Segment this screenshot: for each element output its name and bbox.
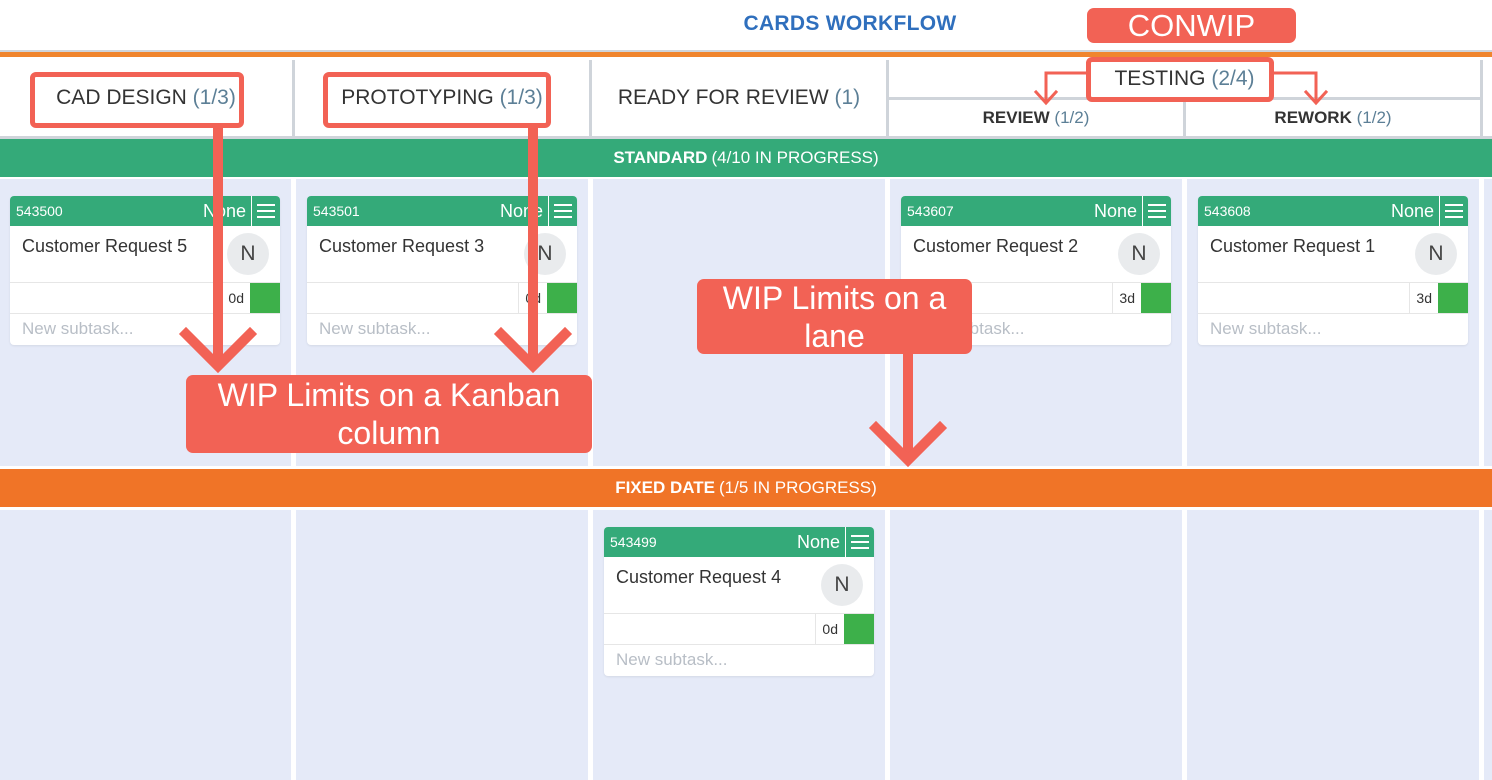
column-divider: [886, 60, 889, 138]
column-name: CAD DESIGN: [56, 86, 187, 109]
card-title[interactable]: Customer Request 4: [616, 567, 782, 587]
menu-icon[interactable]: [251, 196, 280, 226]
column-wip: (1/3): [192, 86, 236, 109]
status-indicator[interactable]: [547, 283, 577, 313]
arrow-head: [1033, 89, 1059, 106]
lane-cell[interactable]: [1484, 510, 1492, 780]
card-id[interactable]: 543607: [907, 203, 954, 219]
card-priority[interactable]: None: [1093, 201, 1137, 221]
menu-icon[interactable]: [845, 527, 874, 557]
status-indicator[interactable]: [250, 283, 280, 313]
column-divider: [589, 60, 592, 138]
highlight-box-testing: [1086, 57, 1274, 102]
lane-cell[interactable]: [890, 510, 1182, 780]
subcolumn-header-review[interactable]: REVIEW (1/2): [889, 100, 1183, 136]
card-status-row: 0d: [10, 282, 280, 314]
lane-header-fixed-date[interactable]: FIXED DATE(1/5 IN PROGRESS): [0, 469, 1492, 507]
header-accent-line: [0, 52, 1492, 57]
new-subtask-input[interactable]: New subtask...: [319, 319, 431, 338]
card-title[interactable]: Customer Request 2: [913, 236, 1079, 256]
lane-header-standard[interactable]: STANDARD(4/10 IN PROGRESS): [0, 139, 1492, 177]
subcolumn-wip: (1/2): [1356, 108, 1392, 127]
card-header: 543607 None: [901, 196, 1171, 226]
workflow-title[interactable]: CARDS WORKFLOW: [743, 12, 957, 35]
card-age: 0d: [815, 614, 844, 644]
card-header: 543499 None: [604, 527, 874, 557]
arrow-line: [1270, 71, 1318, 102]
status-indicator[interactable]: [844, 614, 874, 644]
new-subtask-input[interactable]: New subtask...: [616, 650, 728, 669]
subcolumn-name: REVIEW: [982, 108, 1050, 127]
header-divider: [0, 50, 1492, 52]
arrow-head: [493, 326, 573, 374]
card-id[interactable]: 543500: [16, 203, 63, 219]
arrow-head: [868, 420, 948, 468]
lane-name: STANDARD: [613, 148, 708, 167]
card-status-row: 0d: [604, 613, 874, 645]
wip-column-callout: WIP Limits on a Kanban column: [186, 375, 592, 453]
card-title[interactable]: Customer Request 5: [22, 236, 188, 256]
column-name: PROTOTYPING: [341, 86, 494, 109]
arrow-head: [1303, 89, 1329, 106]
lane-cell[interactable]: [1187, 510, 1479, 780]
column-name: TESTING: [1114, 67, 1206, 90]
lane-cell[interactable]: [0, 510, 291, 780]
status-indicator[interactable]: [1438, 283, 1468, 313]
lane-cell[interactable]: [1484, 179, 1492, 466]
card-priority[interactable]: None: [796, 532, 840, 552]
column-header-testing[interactable]: TESTING (2/4): [889, 60, 1480, 98]
menu-icon[interactable]: [548, 196, 577, 226]
subcolumn-wip: (1/2): [1054, 108, 1090, 127]
avatar[interactable]: N: [1118, 233, 1160, 275]
card-header: 543608 None: [1198, 196, 1468, 226]
card-id[interactable]: 543608: [1204, 203, 1251, 219]
kanban-card[interactable]: 543499 None Customer Request 4 N 0d New …: [604, 527, 874, 676]
card-id[interactable]: 543501: [313, 203, 360, 219]
new-subtask-input[interactable]: New subtask...: [1210, 319, 1322, 338]
lane-progress: (4/10 IN PROGRESS): [711, 148, 879, 167]
card-age: 3d: [1409, 283, 1438, 313]
arrow-head: [178, 326, 258, 374]
card-status-row: 3d: [1198, 282, 1468, 314]
column-divider: [1480, 60, 1483, 138]
column-divider: [292, 60, 295, 138]
menu-icon[interactable]: [1439, 196, 1468, 226]
lane-name: FIXED DATE: [615, 478, 716, 497]
lane-progress: (1/5 IN PROGRESS): [719, 478, 877, 497]
column-name: READY FOR REVIEW: [617, 86, 829, 109]
avatar[interactable]: N: [821, 564, 863, 606]
new-subtask-input[interactable]: New subtask...: [22, 319, 134, 338]
card-title[interactable]: Customer Request 3: [319, 236, 485, 256]
highlight-box-prototyping: [323, 72, 551, 128]
wip-lane-callout: WIP Limits on a lane: [697, 279, 972, 354]
card-id[interactable]: 543499: [610, 534, 657, 550]
card-title[interactable]: Customer Request 1: [1210, 236, 1376, 256]
conwip-callout: CONWIP: [1087, 8, 1296, 43]
kanban-card[interactable]: 543608 None Customer Request 1 N 3d New …: [1198, 196, 1468, 345]
avatar[interactable]: N: [227, 233, 269, 275]
highlight-box-cad-design: [30, 72, 244, 128]
card-age: 3d: [1112, 283, 1141, 313]
subcolumn-header-rework[interactable]: REWORK (1/2): [1186, 100, 1480, 136]
arrow-line: [1044, 71, 1090, 102]
column-wip: (2/4): [1211, 67, 1255, 90]
column-header-ready-for-review[interactable]: READY FOR REVIEW (1): [592, 60, 886, 136]
card-status-row: 3d: [901, 282, 1171, 314]
column-divider: [1183, 98, 1186, 138]
menu-icon[interactable]: [1142, 196, 1171, 226]
column-wip: (1/3): [499, 86, 543, 109]
status-indicator[interactable]: [1141, 283, 1171, 313]
kanban-card[interactable]: 543500 None Customer Request 5 N 0d New …: [10, 196, 280, 345]
header-bottom-divider: [0, 136, 1492, 139]
card-priority[interactable]: None: [1390, 201, 1434, 221]
avatar[interactable]: N: [1415, 233, 1457, 275]
column-wip: (1): [834, 86, 861, 109]
lane-cell[interactable]: [296, 510, 588, 780]
subcolumn-name: REWORK: [1274, 108, 1352, 127]
